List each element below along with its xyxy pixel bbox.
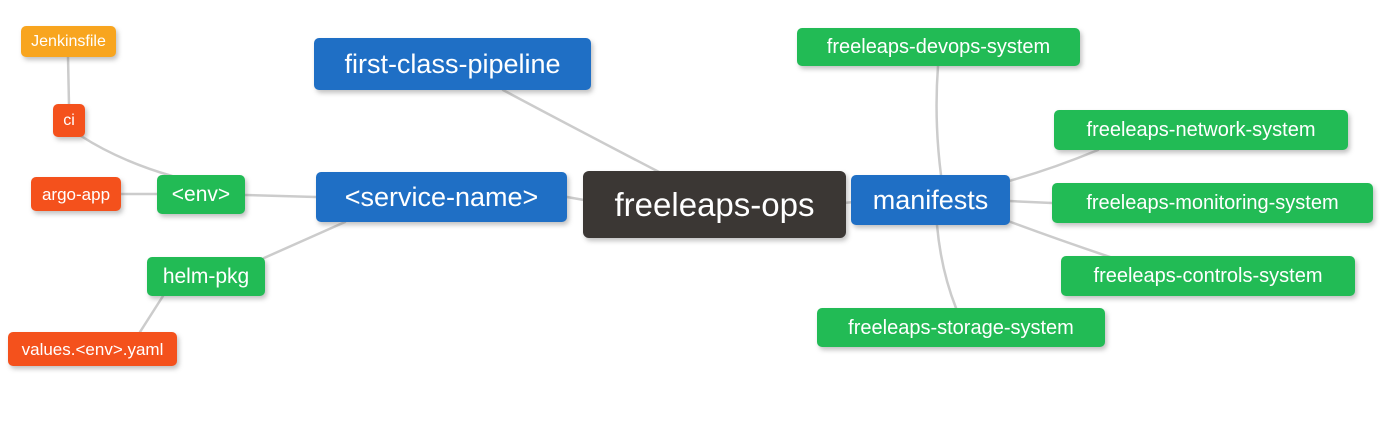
node-jenkinsfile[interactable]: Jenkinsfile [21, 26, 116, 57]
edge-env-service-name [243, 193, 318, 199]
edge-helm-pkg-values [138, 294, 165, 334]
node-argo-app[interactable]: argo-app [31, 177, 121, 211]
node-values-env-yaml[interactable]: values.<env>.yaml [8, 332, 177, 366]
node-freeleaps-ops-root[interactable]: freeleaps-ops [583, 171, 846, 238]
node-helm-pkg[interactable]: helm-pkg [147, 257, 265, 296]
edge-jenkinsfile-ci [66, 55, 71, 107]
edge-manifests-network [1007, 148, 1100, 183]
edge-service-name-helm-pkg [262, 220, 347, 260]
edge-service-name-ops [565, 195, 586, 202]
node-freeleaps-devops-system[interactable]: freeleaps-devops-system [797, 28, 1080, 66]
edge-manifests-monitoring [1007, 199, 1054, 205]
node-manifests[interactable]: manifests [851, 175, 1010, 225]
node-freeleaps-storage-system[interactable]: freeleaps-storage-system [817, 308, 1105, 347]
edge-manifests-storage [935, 223, 958, 310]
node-first-class-pipeline[interactable]: first-class-pipeline [314, 38, 591, 90]
edge-first-class-pipeline-ops [501, 88, 661, 174]
edge-manifests-controls [1006, 219, 1115, 260]
node-service-name[interactable]: <service-name> [316, 172, 567, 222]
node-freeleaps-network-system[interactable]: freeleaps-network-system [1054, 110, 1348, 150]
edge-manifests-devops [935, 64, 943, 177]
edge-ci-env [79, 134, 174, 178]
node-ci[interactable]: ci [53, 104, 85, 137]
node-env[interactable]: <env> [157, 175, 245, 214]
node-freeleaps-monitoring-system[interactable]: freeleaps-monitoring-system [1052, 183, 1373, 223]
node-freeleaps-controls-system[interactable]: freeleaps-controls-system [1061, 256, 1355, 296]
